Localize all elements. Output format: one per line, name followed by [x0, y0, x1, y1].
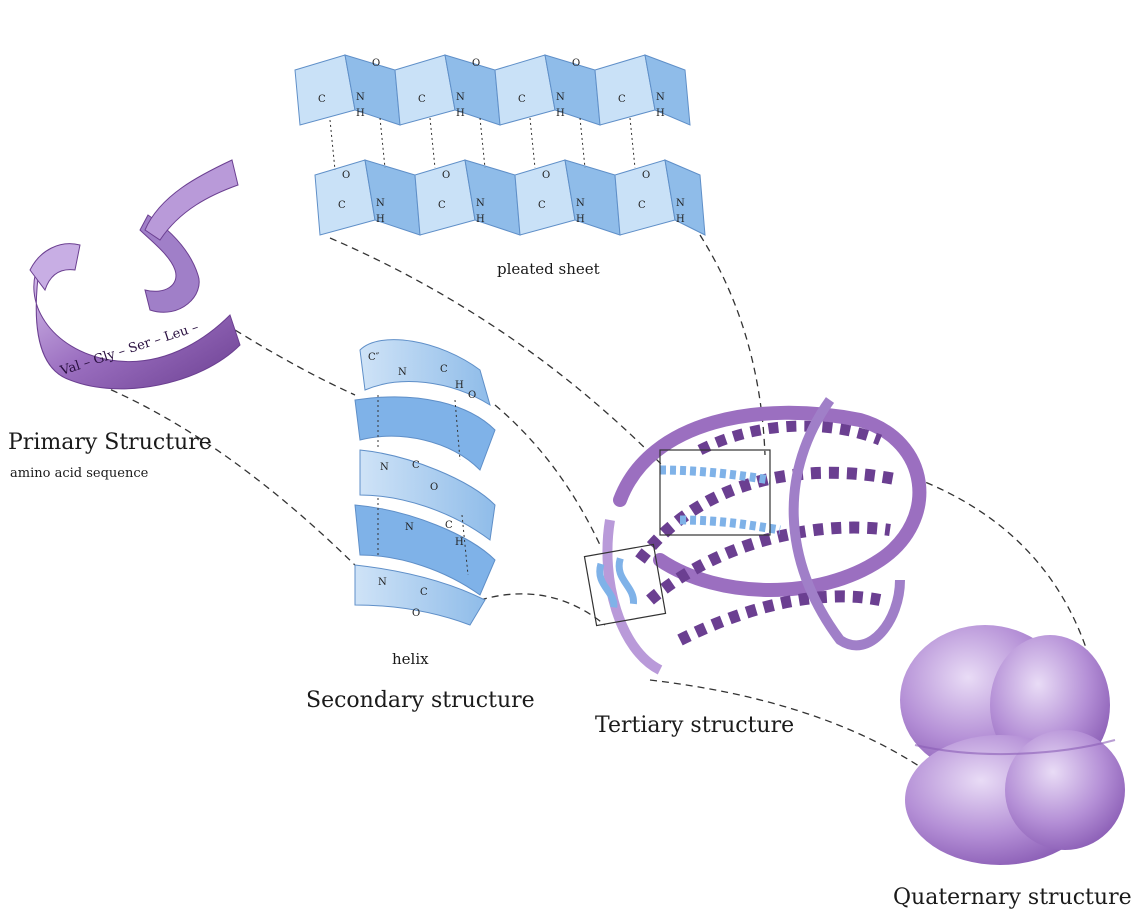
svg-text:N: N [676, 198, 685, 209]
svg-text:C: C [538, 200, 546, 211]
svg-text:N: N [378, 577, 387, 588]
svg-text:O: O [412, 608, 420, 619]
svg-text:C: C [445, 520, 453, 531]
svg-text:N: N [380, 462, 389, 473]
svg-text:H: H [576, 214, 585, 225]
primary-ribbon: Val – Gly – Ser – Leu – [30, 160, 240, 389]
svg-text:C″: C″ [368, 352, 380, 363]
helix-label: helix [392, 650, 429, 668]
connector-primary-to-helix-top [235, 330, 355, 395]
svg-text:C: C [618, 94, 626, 105]
svg-text:O: O [472, 58, 480, 69]
svg-text:O: O [372, 58, 380, 69]
svg-text:N: N [398, 367, 407, 378]
svg-text:N: N [556, 92, 565, 103]
svg-text:C: C [638, 200, 646, 211]
svg-text:N: N [356, 92, 365, 103]
svg-text:N: N [576, 198, 585, 209]
quaternary-structure-title: Quaternary structure [893, 885, 1131, 910]
quaternary-blob [900, 625, 1125, 865]
svg-text:N: N [456, 92, 465, 103]
svg-text:H: H [356, 108, 365, 119]
svg-text:C: C [440, 364, 448, 375]
svg-text:O: O [572, 58, 580, 69]
primary-structure-title: Primary Structure [8, 430, 212, 455]
svg-text:H: H [476, 214, 485, 225]
svg-text:C: C [438, 200, 446, 211]
svg-text:C: C [318, 94, 326, 105]
svg-text:H: H [455, 380, 464, 391]
svg-text:C: C [420, 587, 428, 598]
tertiary-ribbon [584, 400, 919, 670]
svg-text:O: O [430, 482, 438, 493]
svg-text:H: H [676, 214, 685, 225]
svg-text:H: H [556, 108, 565, 119]
svg-text:C: C [412, 460, 420, 471]
svg-text:H: H [656, 108, 665, 119]
svg-text:N: N [476, 198, 485, 209]
svg-text:H: H [456, 108, 465, 119]
connector-helix-to-tertiary-top [495, 405, 600, 545]
svg-text:C: C [418, 94, 426, 105]
tertiary-helix-box [584, 544, 665, 625]
svg-text:O: O [642, 170, 650, 181]
svg-text:O: O [442, 170, 450, 181]
svg-text:N: N [376, 198, 385, 209]
svg-text:H: H [376, 214, 385, 225]
svg-text:O: O [342, 170, 350, 181]
tertiary-structure-title: Tertiary structure [595, 713, 794, 738]
svg-text:C: C [518, 94, 526, 105]
secondary-structure-title: Secondary structure [306, 688, 535, 713]
primary-structure-subtitle: amino acid sequence [10, 466, 148, 481]
svg-text:C: C [338, 200, 346, 211]
sheet-strand-top [295, 55, 690, 125]
svg-text:H: H [455, 537, 464, 548]
svg-text:O: O [542, 170, 550, 181]
connector-helix-to-tertiary-bottom [480, 594, 605, 625]
svg-text:N: N [656, 92, 665, 103]
hydrogen-bonds [330, 118, 635, 170]
svg-text:O: O [468, 390, 476, 401]
svg-text:N: N [405, 522, 414, 533]
pleated-sheet-label: pleated sheet [497, 260, 600, 278]
